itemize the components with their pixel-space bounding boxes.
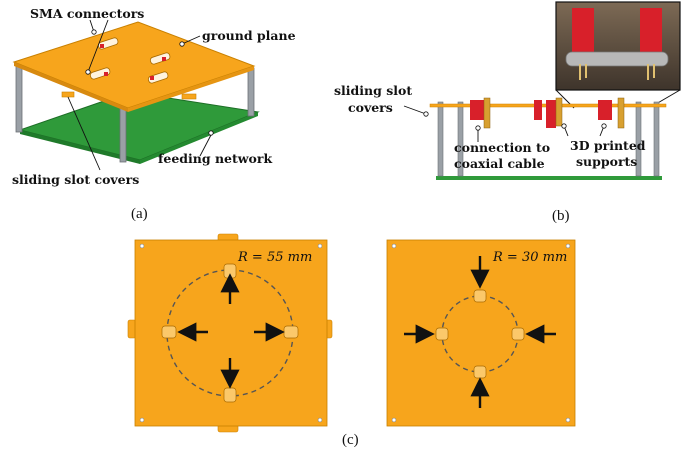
label-sliding-slot-covers-b-line1: sliding slot: [334, 83, 412, 98]
ground-plane-slots: [89, 37, 171, 84]
caption-b: (b): [552, 208, 570, 224]
photo-inset: [555, 1, 681, 91]
label-sliding-slot-covers: sliding slot covers: [12, 172, 139, 187]
panel-b: sliding slot covers connection to coaxia…: [334, 1, 681, 224]
slot-cover-1: [61, 91, 75, 98]
caption-a: (a): [131, 206, 148, 222]
label-supports-line2: supports: [576, 154, 637, 169]
radius-label-right: R = 30 mm: [492, 250, 567, 265]
label-feeding-network: feeding network: [158, 151, 272, 166]
feeding-network-side: [436, 176, 662, 180]
panel-a: SMA connectors ground plane feeding netw…: [12, 6, 296, 222]
label-connection-line2: coaxial cable: [454, 156, 545, 171]
panel-c-left: R = 55 mm: [127, 233, 333, 433]
sma-connectors-side: [483, 97, 625, 129]
connectors-right: [435, 289, 525, 379]
slot-cover-2: [181, 93, 197, 100]
label-supports-line1: 3D printed: [570, 138, 646, 153]
3d-printed-supports-side: [470, 100, 612, 128]
label-sliding-slot-covers-b-line2: covers: [348, 100, 393, 115]
label-ground-plane: ground plane: [202, 28, 296, 43]
radius-label-left: R = 55 mm: [237, 250, 312, 265]
label-connection-line1: connection to: [454, 140, 550, 155]
side-posts: [437, 101, 660, 177]
caption-c: (c): [342, 432, 359, 448]
panel-c-right: R = 30 mm: [386, 239, 576, 427]
label-sma-connectors: SMA connectors: [30, 6, 144, 21]
